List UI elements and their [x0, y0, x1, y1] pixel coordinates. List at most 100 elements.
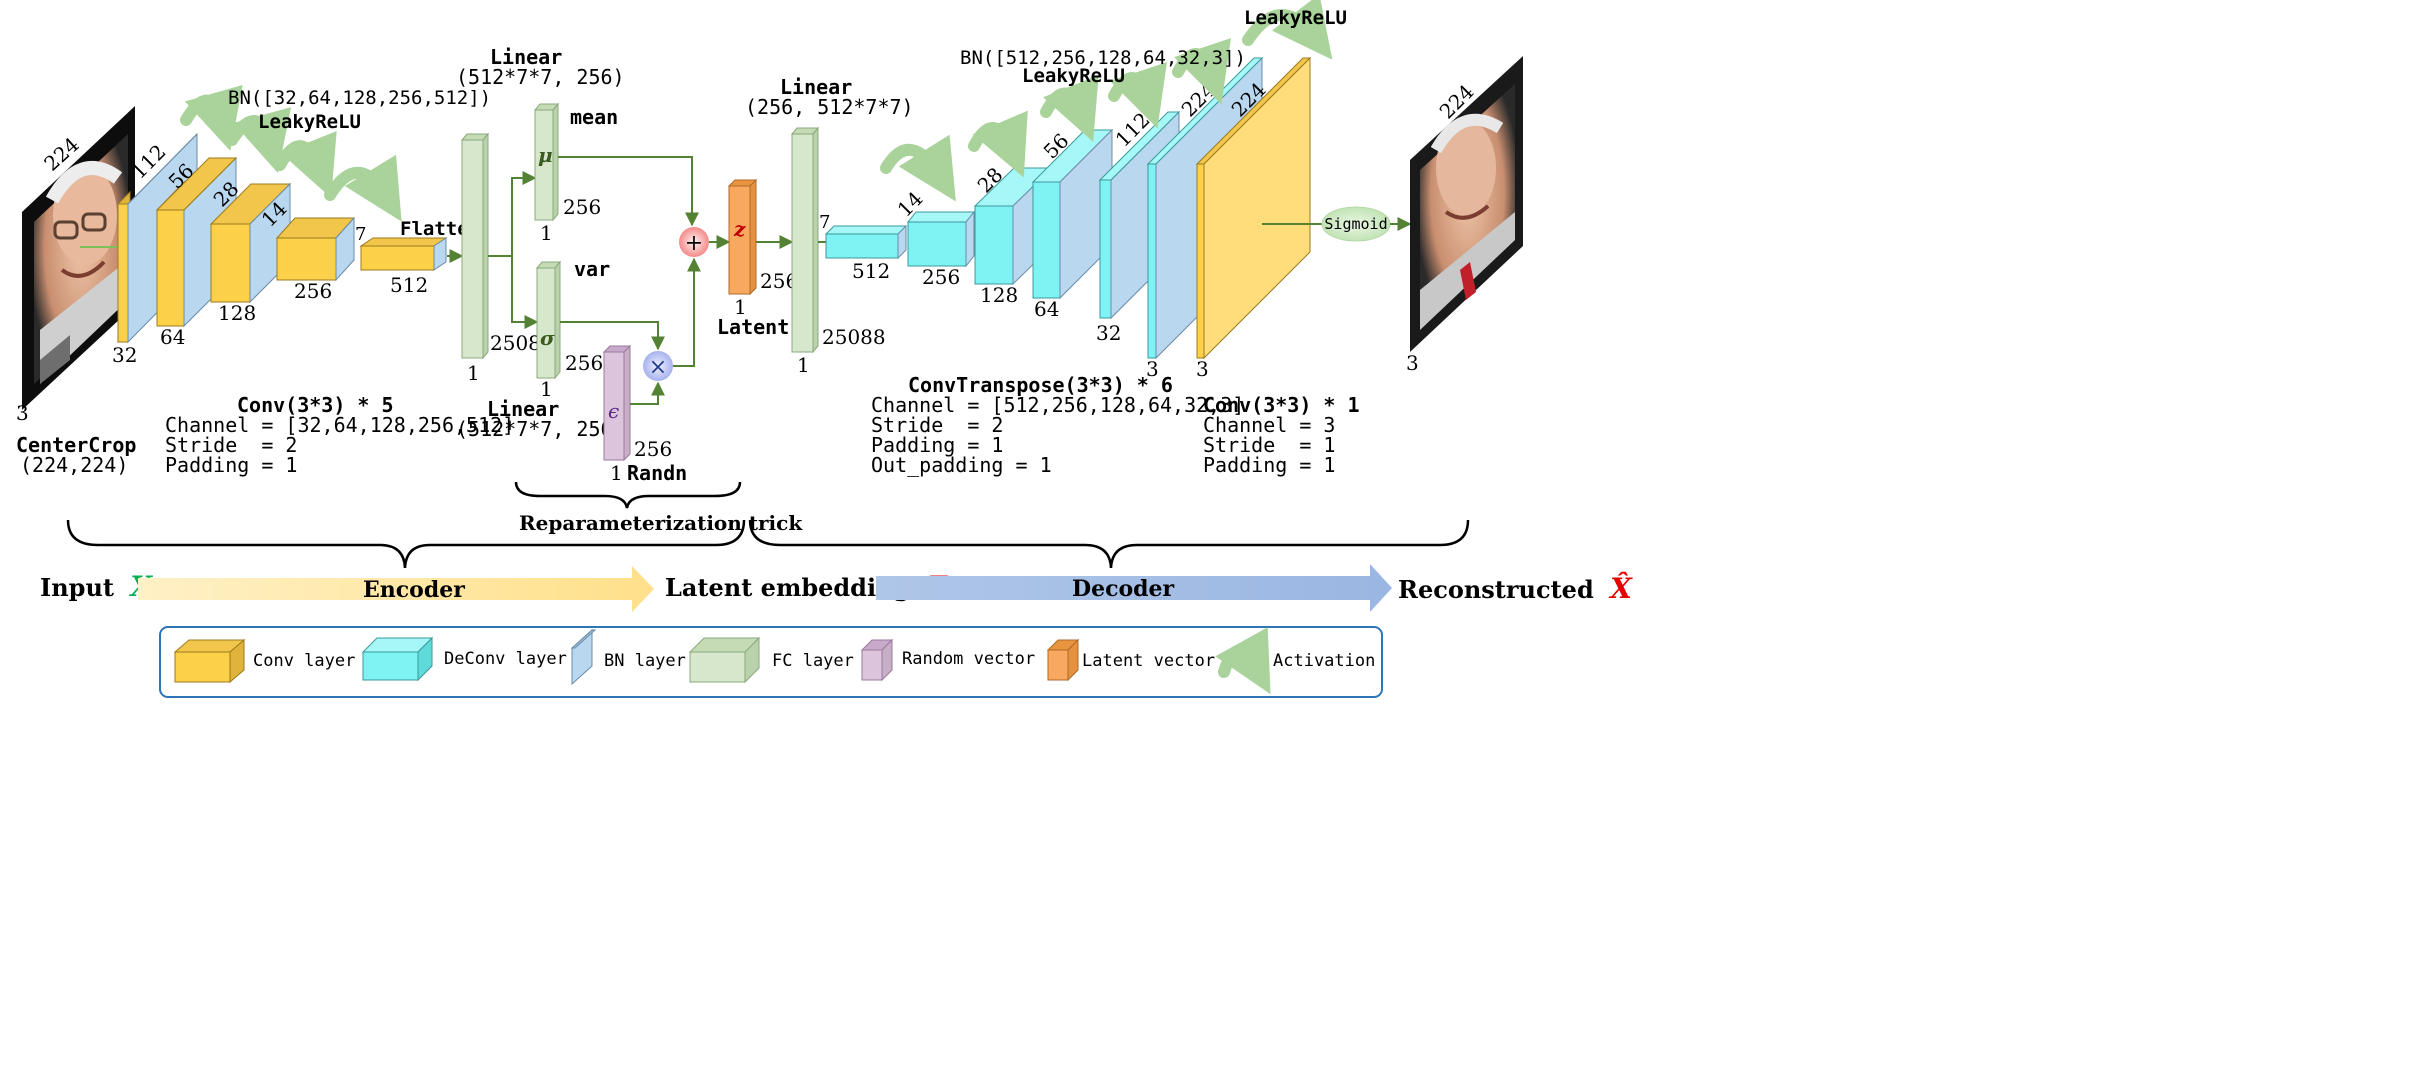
mean-size: 256 — [563, 195, 601, 219]
decoder-flow-arrow — [876, 564, 1392, 612]
encoder-flow-arrow — [138, 566, 654, 612]
latent-vector — [727, 178, 758, 296]
conv5-top-size: 7 — [355, 224, 366, 245]
deconv-block-2 — [906, 210, 976, 268]
legend-random-label: Random vector — [902, 649, 1035, 669]
flow-decoder-label: Decoder — [1072, 576, 1175, 602]
encoder-activation-arrow-1 — [180, 84, 243, 151]
decoder-fc-width: 1 — [797, 353, 810, 377]
latent-z-symbol: z — [733, 217, 746, 241]
encoder-bn-label: BN([32,64,128,256,512]) — [228, 87, 491, 109]
encoder-activation-arrow-3 — [274, 130, 337, 198]
flow-encoder-label: Encoder — [363, 577, 465, 603]
deconv-block-4 — [1031, 128, 1114, 300]
encoder-brace — [66, 519, 746, 569]
encoder-fc-layer — [460, 132, 490, 360]
var-fc-layer — [535, 260, 562, 380]
decoder-activation-label: LeakyReLU — [1022, 65, 1125, 87]
var-label: var — [574, 257, 610, 281]
decoder-convt-param-channel: Channel = [512,256,128,64,32,3] — [871, 393, 1244, 417]
output-face-image — [1410, 56, 1523, 352]
legend-bn-label: BN layer — [604, 651, 686, 671]
var-width: 1 — [540, 377, 553, 401]
centercrop-title: CenterCrop — [16, 433, 136, 457]
deconv1-top-size: 7 — [819, 212, 830, 233]
flow-output-text: Reconstructed — [1398, 575, 1594, 604]
epsilon-symbol: ϵ — [608, 399, 619, 423]
conv-block-3 — [209, 182, 292, 304]
deconv5-bottom-size: 32 — [1096, 321, 1121, 345]
sigma-symbol: σ — [540, 326, 555, 350]
decoder-top-activation-label: LeakyReLU — [1244, 7, 1347, 29]
latent-label: Latent — [717, 315, 789, 339]
times-symbol: × — [649, 355, 667, 380]
deconv-cube-icon — [361, 636, 434, 682]
decoder-activation-arrow-3 — [1040, 74, 1099, 142]
random-size: 256 — [634, 437, 672, 461]
flatten-label: Flatten — [400, 218, 480, 240]
activation-arrow-icon — [1215, 627, 1271, 695]
decoder-linear-value: (256, 512*7*7) — [745, 95, 914, 119]
encoder-activation-arrow-4 — [324, 154, 402, 222]
linear-top-title: Linear — [490, 45, 562, 69]
mu-symbol: μ — [538, 143, 553, 167]
fc-cube-icon — [688, 636, 761, 684]
mean-width: 1 — [540, 221, 553, 245]
times-node — [643, 351, 673, 381]
conv1-bottom-size: 32 — [112, 343, 137, 367]
mean-label: mean — [570, 105, 618, 129]
plus-node — [679, 227, 709, 257]
flow-latent-text: Latent embedding — [665, 573, 911, 602]
linear-bottom-value: (512*7*7, 256) — [456, 417, 625, 441]
centercrop-value: (224,224) — [20, 453, 128, 477]
random-cube-icon — [860, 638, 894, 682]
latent-cube-icon — [1046, 638, 1080, 682]
encoder-activation-arrow-2 — [226, 107, 292, 173]
decoder-conv-param-channel: Channel = 3 — [1203, 413, 1335, 437]
deconv4-bottom-size: 64 — [1034, 297, 1059, 321]
encoder-conv-title: Conv(3*3) * 5 — [237, 393, 394, 417]
decoder-bn-label: BN([512,256,128,64,32,3]) — [960, 47, 1246, 69]
deconv2-bottom-size: 256 — [922, 265, 960, 289]
input-size-3: 3 — [16, 401, 29, 425]
conv-cube-icon — [173, 638, 246, 684]
random-vector — [602, 344, 632, 462]
mean-fc-layer — [533, 102, 560, 222]
decoder-linear-title: Linear — [780, 75, 852, 99]
deconv6-bottom-size: 3 — [1146, 357, 1159, 381]
flow-input-label: Input X — [40, 570, 153, 603]
decoder-brace — [748, 519, 1470, 569]
output-size-3: 3 — [1406, 351, 1419, 375]
decoder-activation-arrow-top — [1242, 0, 1333, 60]
decoder-convt-param-outpadding: Out_padding = 1 — [871, 453, 1052, 477]
legend-fc-label: FC layer — [772, 651, 854, 671]
linear-top-value: (512*7*7, 256) — [456, 65, 625, 89]
legend-latent-label: Latent vector — [1082, 651, 1215, 671]
legend-activation-label: Activation — [1273, 651, 1375, 671]
decoder-activation-arrow-5 — [1172, 38, 1231, 105]
plus-symbol: + — [685, 231, 703, 256]
legend-conv-label: Conv layer — [253, 651, 355, 671]
flow-output-symbol: X̂ — [1608, 572, 1633, 605]
conv4-bottom-size: 256 — [294, 279, 332, 303]
bn-slab-icon — [570, 628, 597, 686]
conv2-bottom-size: 64 — [160, 325, 185, 349]
sigmoid-label: Sigmoid — [1324, 215, 1387, 233]
encoder-conv-param-channel: Channel = [32,64,128,256,512] — [165, 413, 514, 437]
flatten-size: 512 — [390, 273, 428, 297]
conv-block-5 — [359, 237, 448, 271]
decoder-convt-param-padding: Padding = 1 — [871, 433, 1003, 457]
decoder-conv-title: Conv(3*3) * 1 — [1203, 393, 1360, 417]
decoder-activation-arrow-2 — [968, 110, 1028, 178]
decoder-conv-param-padding: Padding = 1 — [1203, 453, 1335, 477]
input-face-image — [22, 106, 135, 410]
decoder-convt-param-stride: Stride = 2 — [871, 413, 1003, 437]
decoder-fc-layer — [790, 126, 820, 354]
reparam-brace-label: Reparameterization trick — [519, 511, 803, 535]
deconv3-bottom-size: 128 — [980, 283, 1018, 307]
decoder-activation-arrow-4 — [1108, 62, 1167, 129]
decoder-fc-size: 25088 — [822, 325, 886, 349]
linear-bottom-title: Linear — [487, 397, 559, 421]
random-width: 1 — [610, 461, 623, 485]
